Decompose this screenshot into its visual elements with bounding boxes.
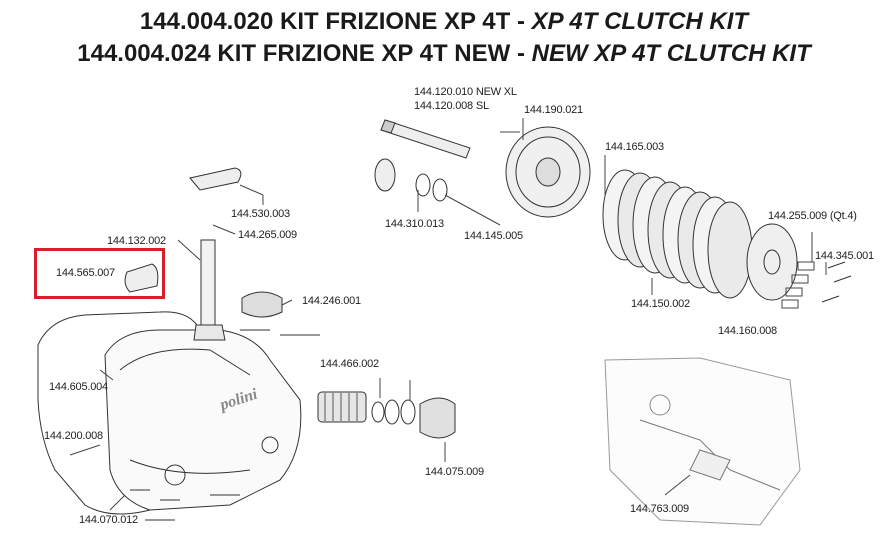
cover-screws bbox=[130, 329, 320, 521]
label-144-160-008: 144.160.008 bbox=[718, 325, 777, 337]
label-144-145-005: 144.145.005 bbox=[464, 230, 523, 242]
label-144-075-009: 144.075.009 bbox=[425, 466, 484, 478]
title-2-separator: - bbox=[510, 40, 532, 67]
label-144-120-008: 144.120.008 SL bbox=[414, 100, 489, 112]
engine-cover bbox=[104, 329, 302, 511]
label-144-150-002: 144.150.002 bbox=[631, 298, 690, 310]
highlight-box-144-565-007 bbox=[34, 248, 165, 299]
gear-310 bbox=[374, 158, 396, 192]
label-144-246-001: 144.246.001 bbox=[302, 295, 361, 307]
title-line-2: 144.004.024 KIT FRIZIONE XP 4T NEW - NEW… bbox=[0, 40, 888, 68]
title-1-separator: - bbox=[510, 8, 532, 35]
clutch-bolts bbox=[821, 261, 852, 303]
label-144-605-004: 144.605.004 bbox=[49, 381, 108, 393]
pressure-plate bbox=[746, 223, 798, 301]
label-144-190-021: 144.190.021 bbox=[524, 104, 583, 116]
oil-cap bbox=[241, 291, 283, 318]
oil-filter bbox=[317, 391, 367, 423]
label-144-165-003: 144.165.003 bbox=[605, 141, 664, 153]
label-144-310-013: 144.310.013 bbox=[385, 218, 444, 230]
label-144-255-009: 144.255.009 (Qt.4) bbox=[768, 210, 857, 222]
label-144-763-009: 144.763.009 bbox=[630, 503, 689, 515]
clutch-discs bbox=[602, 169, 753, 299]
shift-lever bbox=[189, 167, 242, 191]
filter-cap bbox=[419, 397, 456, 439]
title-2-code: 144.004.024 KIT FRIZIONE XP 4T NEW bbox=[77, 40, 511, 67]
title-1-code: 144.004.020 KIT FRIZIONE XP 4T bbox=[139, 8, 511, 35]
shift-shaft bbox=[200, 239, 216, 331]
title-1-english: XP 4T CLUTCH KIT bbox=[531, 8, 749, 35]
label-144-530-003: 144.530.003 bbox=[231, 208, 290, 220]
clutch-springs bbox=[781, 261, 815, 309]
label-144-265-009: 144.265.009 bbox=[238, 229, 297, 241]
label-144-345-001: 144.345.001 bbox=[815, 250, 874, 262]
title-2-english: NEW XP 4T CLUTCH KIT bbox=[531, 40, 811, 67]
cover-plug-circle bbox=[164, 464, 186, 486]
label-144-466-002: 144.466.002 bbox=[320, 358, 379, 370]
label-144-070-012: 144.070.012 bbox=[79, 514, 138, 526]
label-144-565-007: 144.565.007 bbox=[56, 267, 115, 279]
leader-lines bbox=[69, 118, 827, 511]
label-144-120-010: 144.120.010 NEW XL bbox=[414, 86, 517, 98]
title-line-1: 144.004.020 KIT FRIZIONE XP 4T - XP 4T C… bbox=[0, 8, 888, 36]
label-144-132-002: 144.132.002 bbox=[107, 235, 166, 247]
part-565-007-bushing bbox=[124, 263, 159, 293]
inset-kickstart-sketch bbox=[604, 357, 801, 526]
label-144-200-008: 144.200.008 bbox=[44, 430, 103, 442]
